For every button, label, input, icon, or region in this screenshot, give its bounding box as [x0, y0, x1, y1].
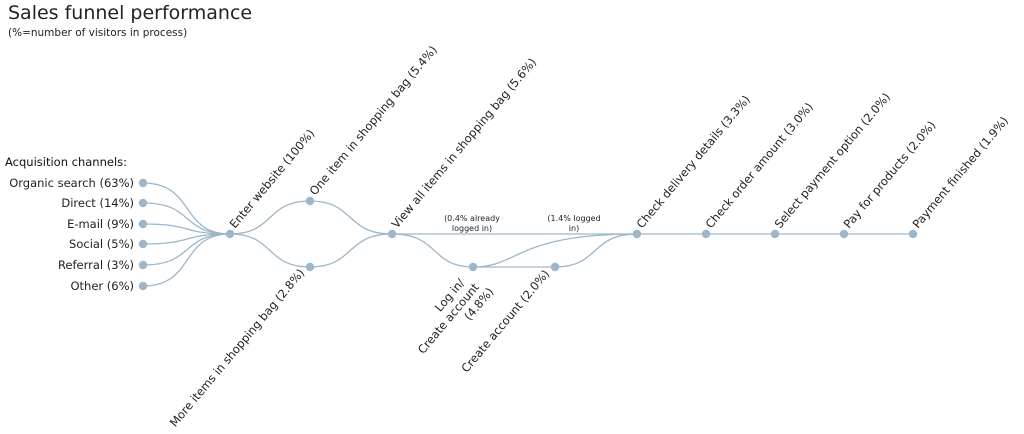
link-more-items-to-view-all — [309, 233, 393, 268]
page-subtitle: (%=number of visitors in process) — [8, 27, 188, 39]
link-direct-to-enter — [142, 202, 231, 235]
page-title: Sales funnel performance — [8, 2, 253, 24]
node-direct — [138, 198, 148, 208]
link-create-account-to-delivery — [554, 233, 638, 268]
channel-label-social: Social (5%) — [69, 237, 134, 251]
annotation-already-logged-line-2: logged in) — [452, 224, 492, 233]
node-pay — [839, 229, 849, 239]
link-other-to-enter — [142, 233, 231, 287]
node-social — [138, 239, 148, 249]
step-label-payment-option: Select payment option (2.0%) — [772, 90, 893, 231]
channel-label-email: E-mail (9%) — [67, 217, 134, 231]
node-order-amount — [701, 229, 711, 239]
node-finished — [908, 229, 918, 239]
channel-labels: Acquisition channels: Organic search (63… — [5, 155, 134, 293]
node-organic — [138, 178, 148, 188]
funnel-links — [142, 182, 913, 287]
annotation-logged-in-line-1: (1.4% logged — [547, 214, 600, 223]
step-label-more-items: More items in shopping bag (2.8%) — [167, 266, 307, 430]
node-login — [468, 262, 478, 272]
node-more-items — [305, 262, 315, 272]
node-delivery — [632, 229, 642, 239]
node-view-all — [387, 229, 397, 239]
channels-heading: Acquisition channels: — [5, 155, 127, 169]
node-other — [138, 281, 148, 291]
channel-label-direct: Direct (14%) — [61, 196, 134, 210]
node-enter-website — [225, 229, 235, 239]
link-enter-to-one-item — [229, 200, 311, 235]
annotation-logged-in-line-2: in) — [569, 224, 579, 233]
link-email-to-enter — [142, 223, 231, 235]
link-view-all-to-login — [391, 233, 474, 268]
node-email — [138, 219, 148, 229]
channel-label-referral: Referral (3%) — [58, 258, 134, 272]
step-label-delivery: Check delivery details (3.3%) — [634, 92, 753, 230]
node-one-item — [305, 196, 315, 206]
link-enter-to-more-items — [229, 233, 311, 268]
funnel-nodes — [138, 178, 918, 291]
annotations: (0.4% already logged in) (1.4% logged in… — [444, 214, 601, 233]
node-referral — [138, 260, 148, 270]
channel-label-organic: Organic search (63%) — [9, 176, 134, 190]
channel-label-other: Other (6%) — [70, 279, 134, 293]
link-organic-to-enter — [142, 182, 231, 235]
annotation-already-logged-line-1: (0.4% already — [444, 214, 500, 223]
node-create-account — [550, 262, 560, 272]
node-payment-option — [770, 229, 780, 239]
link-login-to-delivery — [472, 233, 638, 268]
step-label-one-item: One item in shopping bag (5.4%) — [307, 43, 440, 198]
link-one-item-to-view-all — [309, 200, 393, 235]
